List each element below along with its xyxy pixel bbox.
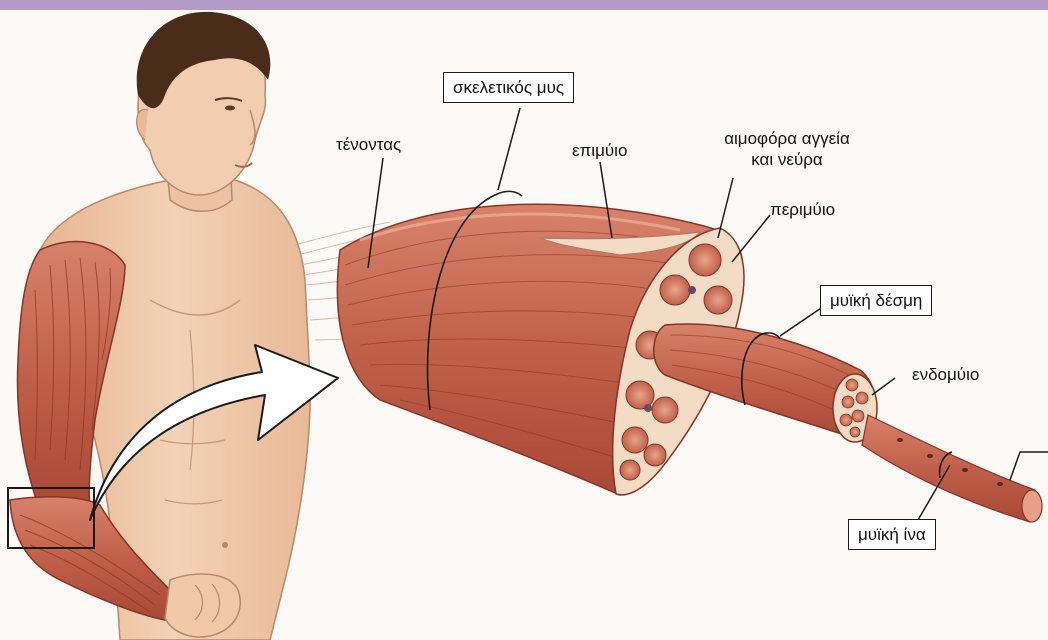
label-skeletal-muscle: σκελετικός μυς [443, 72, 574, 103]
label-endomysium: ενδομύιο [912, 364, 979, 385]
label-blood-vessels-line1: αιμοφόρα αγγεία [702, 128, 872, 149]
human-figure [8, 12, 310, 640]
fiber-end [1022, 490, 1042, 522]
label-perimysium: περιμύιο [770, 199, 835, 220]
label-blood-vessels-line2: και νεύρα [702, 149, 872, 170]
label-epimysium: επιμύιο [572, 140, 627, 161]
label-fascicle: μυϊκή δέσμη [820, 285, 932, 316]
label-muscle-fiber: μυϊκή ίνα [848, 519, 936, 550]
label-tendon: τένοντας [336, 134, 401, 155]
muscle-fiber-body [862, 415, 1039, 522]
label-blood-vessels-nerves: αιμοφόρα αγγεία και νεύρα [702, 128, 872, 170]
